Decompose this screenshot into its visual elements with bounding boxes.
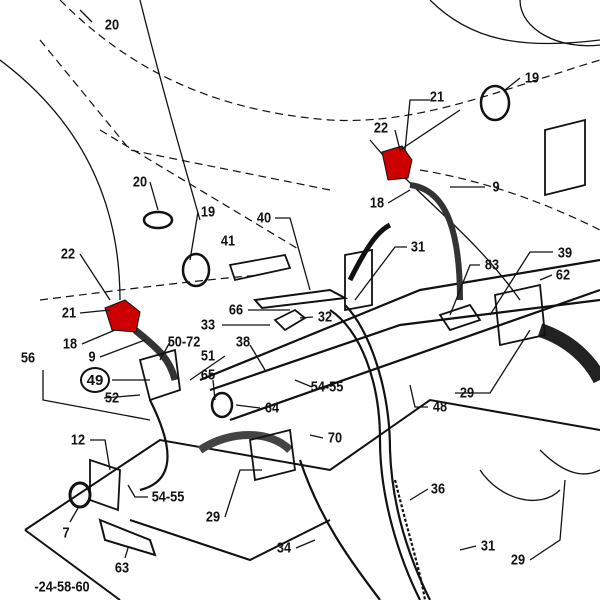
callout-39: 39 — [557, 244, 573, 262]
callout-54-55: 54-55 — [151, 488, 185, 506]
tray-outline — [24, 398, 600, 600]
callout-32: 32 — [317, 308, 333, 326]
callout-18: 18 — [62, 335, 78, 353]
callout-9: 9 — [88, 348, 96, 366]
hoses — [132, 182, 600, 454]
clip-22-top — [381, 145, 413, 181]
callout-51: 51 — [200, 347, 216, 365]
leader-lines — [42, 9, 566, 561]
callout-40: 40 — [256, 209, 272, 227]
callout-21: 21 — [429, 88, 445, 106]
callout-56: 56 — [20, 349, 36, 367]
callout-22: 22 — [60, 245, 76, 263]
callout-31: 31 — [410, 238, 426, 256]
callout-41: 41 — [220, 232, 236, 250]
callout-12: 12 — [70, 431, 86, 449]
callout-66: 66 — [228, 301, 244, 319]
callout-29: 29 — [510, 551, 526, 569]
callout-50-72: 50-72 — [167, 333, 201, 351]
callout-33: 33 — [200, 316, 216, 334]
clip-22-left — [104, 299, 141, 333]
callout-38: 38 — [235, 333, 251, 351]
highlighted-clips — [104, 145, 413, 333]
callout-19: 19 — [524, 69, 540, 87]
callout-70: 70 — [327, 429, 343, 447]
seal-rings — [142, 84, 511, 419]
callout-29: 29 — [459, 384, 475, 402]
callout-49: 49 — [80, 367, 110, 393]
callout-24-58-60: -24-58-60 — [34, 578, 90, 596]
callout-29: 29 — [205, 508, 221, 526]
body-outline — [39, 0, 600, 301]
callout-65: 65 — [200, 366, 216, 384]
callout-22: 22 — [373, 119, 389, 137]
callout-62: 62 — [555, 266, 571, 284]
callout-48: 48 — [432, 398, 448, 416]
callout-20: 20 — [132, 173, 148, 191]
cables — [139, 258, 600, 600]
callout-52: 52 — [104, 389, 120, 407]
callout-7: 7 — [62, 524, 70, 542]
callout-36: 36 — [430, 480, 446, 498]
callout-64: 64 — [264, 399, 280, 417]
callout-54-55: 54-55 — [310, 378, 344, 396]
callout-19: 19 — [200, 203, 216, 221]
callout-83: 83 — [484, 256, 500, 274]
callout-9: 9 — [492, 178, 500, 196]
callout-20: 20 — [104, 16, 120, 34]
body-lines — [0, 0, 600, 502]
callout-63: 63 — [114, 559, 130, 577]
callout-31: 31 — [480, 537, 496, 555]
callout-18: 18 — [369, 194, 385, 212]
callout-34: 34 — [276, 539, 292, 557]
callout-21: 21 — [61, 304, 77, 322]
